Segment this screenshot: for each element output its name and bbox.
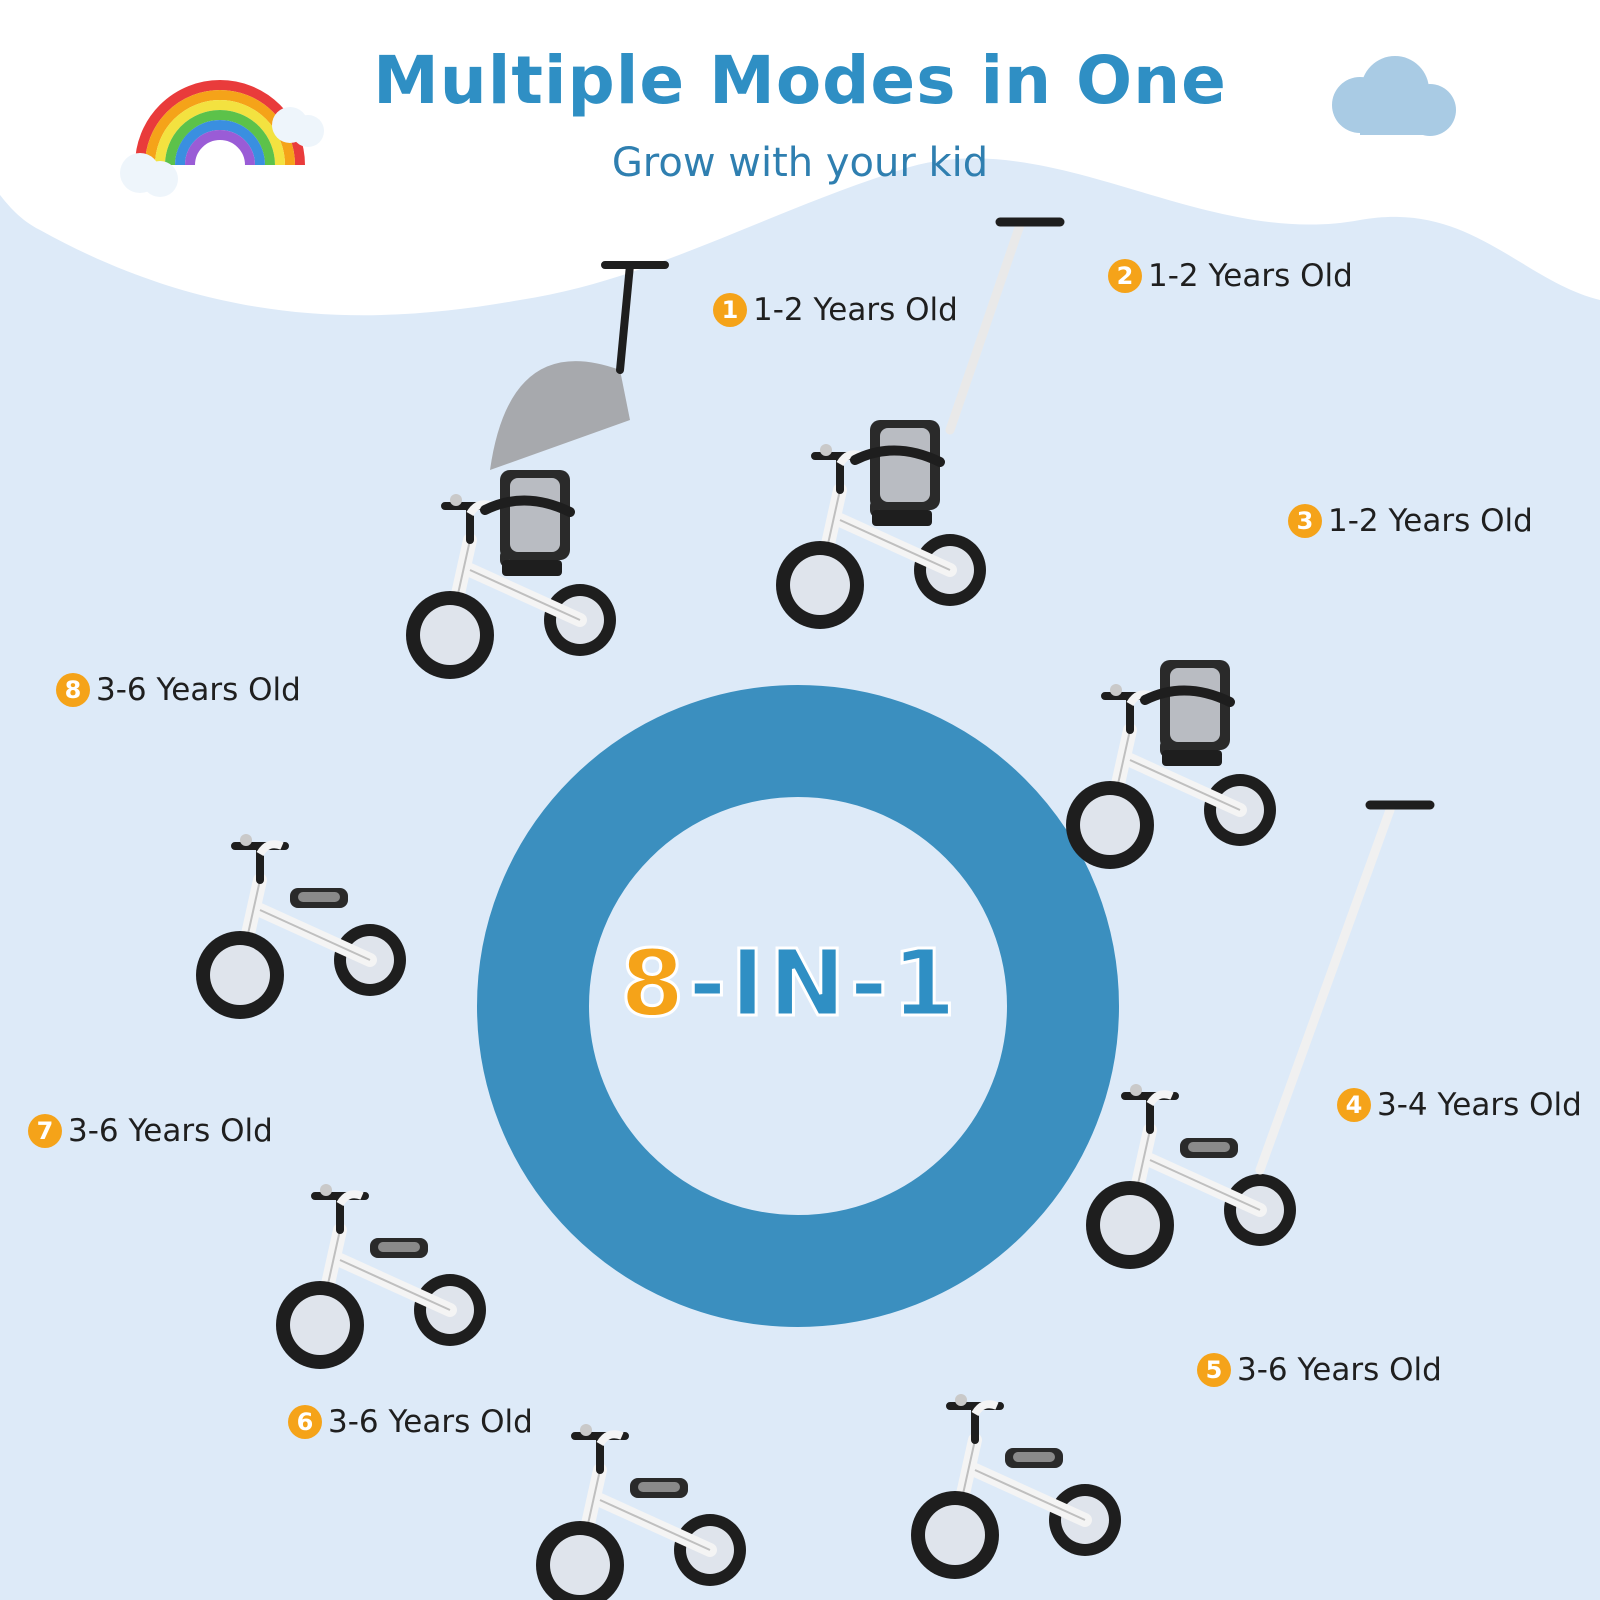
- mode-label-7: 7 3-6 Years Old: [28, 1113, 273, 1149]
- center-number: 8: [619, 929, 689, 1039]
- mode-age-text: 3-4 Years Old: [1377, 1087, 1582, 1123]
- mode-age-text: 1-2 Years Old: [753, 292, 958, 328]
- center-badge-text: 8-IN-1: [580, 929, 1000, 1039]
- page-subtitle: Grow with your kid: [611, 140, 989, 186]
- mode-age-text: 1-2 Years Old: [1148, 258, 1353, 294]
- mode-label-5: 5 3-6 Years Old: [1197, 1352, 1442, 1388]
- mode-number-badge: 4: [1337, 1088, 1371, 1122]
- mode-number-badge: 1: [713, 293, 747, 327]
- mode-number-badge: 2: [1108, 259, 1142, 293]
- mode-age-text: 3-6 Years Old: [68, 1113, 273, 1149]
- mode-label-4: 4 3-4 Years Old: [1337, 1087, 1582, 1123]
- mode-age-text: 3-6 Years Old: [1237, 1352, 1442, 1388]
- mode-label-2: 2 1-2 Years Old: [1108, 258, 1353, 294]
- mode-number-badge: 3: [1288, 504, 1322, 538]
- mode-age-text: 3-6 Years Old: [328, 1404, 533, 1440]
- mode-age-text: 1-2 Years Old: [1328, 503, 1533, 539]
- mode-label-8: 8 3-6 Years Old: [56, 672, 301, 708]
- mode-number-badge: 8: [56, 673, 90, 707]
- mode-label-6: 6 3-6 Years Old: [288, 1404, 533, 1440]
- page-title: Multiple Modes in One: [373, 42, 1227, 119]
- mode-number-badge: 5: [1197, 1353, 1231, 1387]
- mode-label-1: 1 1-2 Years Old: [713, 292, 958, 328]
- mode-number-badge: 7: [28, 1114, 62, 1148]
- mode-number-badge: 6: [288, 1405, 322, 1439]
- mode-age-text: 3-6 Years Old: [96, 672, 301, 708]
- center-suffix: -IN-1: [687, 929, 960, 1039]
- mode-label-3: 3 1-2 Years Old: [1288, 503, 1533, 539]
